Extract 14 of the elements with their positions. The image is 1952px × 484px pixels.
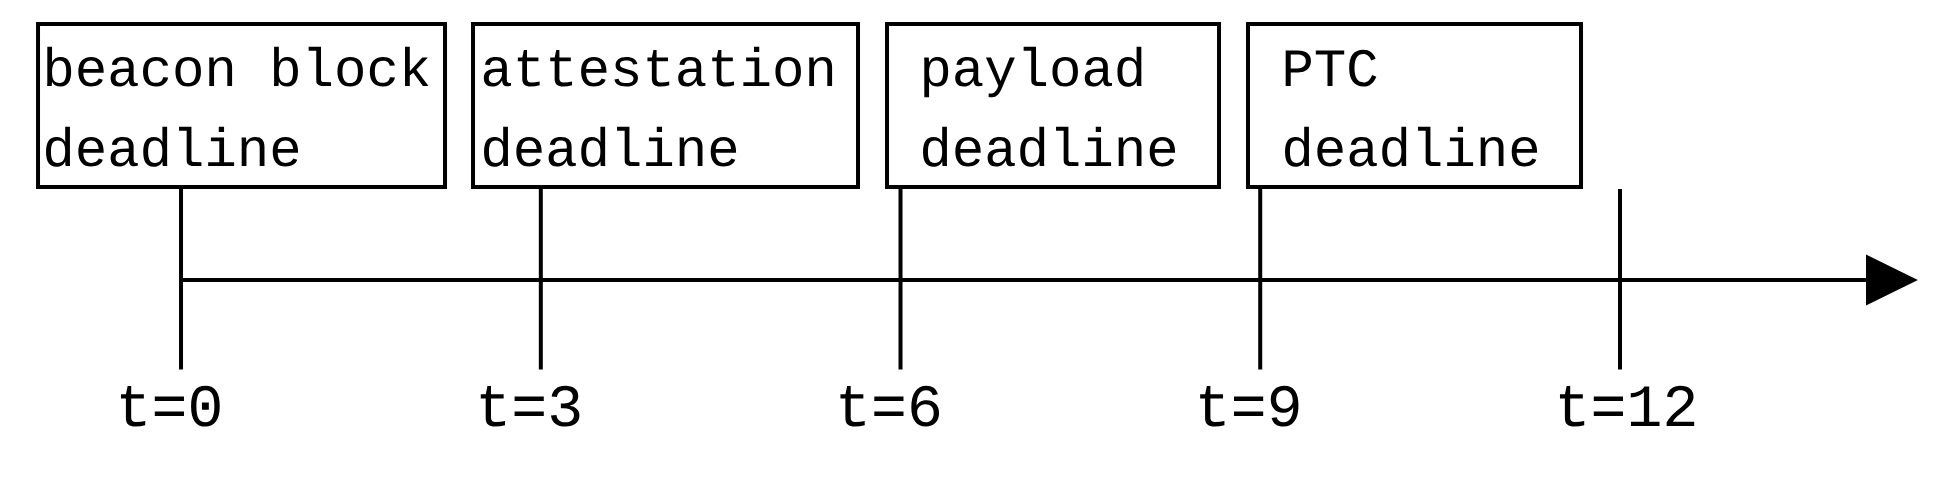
marker-line [538,189,543,370]
marker-line [1258,189,1263,370]
text-box: payload deadline [885,22,1221,189]
tick-label: t=3 [480,385,580,427]
tick-mark [1618,189,1622,370]
tick-label: t=9 [1200,385,1299,427]
marker-line [179,189,183,370]
tick-label: t=6 [840,385,940,427]
text-box: beacon block deadline [36,22,447,189]
tick-label: t=12 [1559,385,1695,427]
text-box: attestation deadline [471,22,860,189]
text-box: PTC deadline [1246,22,1583,189]
tick-label: t=0 [120,385,220,427]
marker-line [898,189,903,370]
